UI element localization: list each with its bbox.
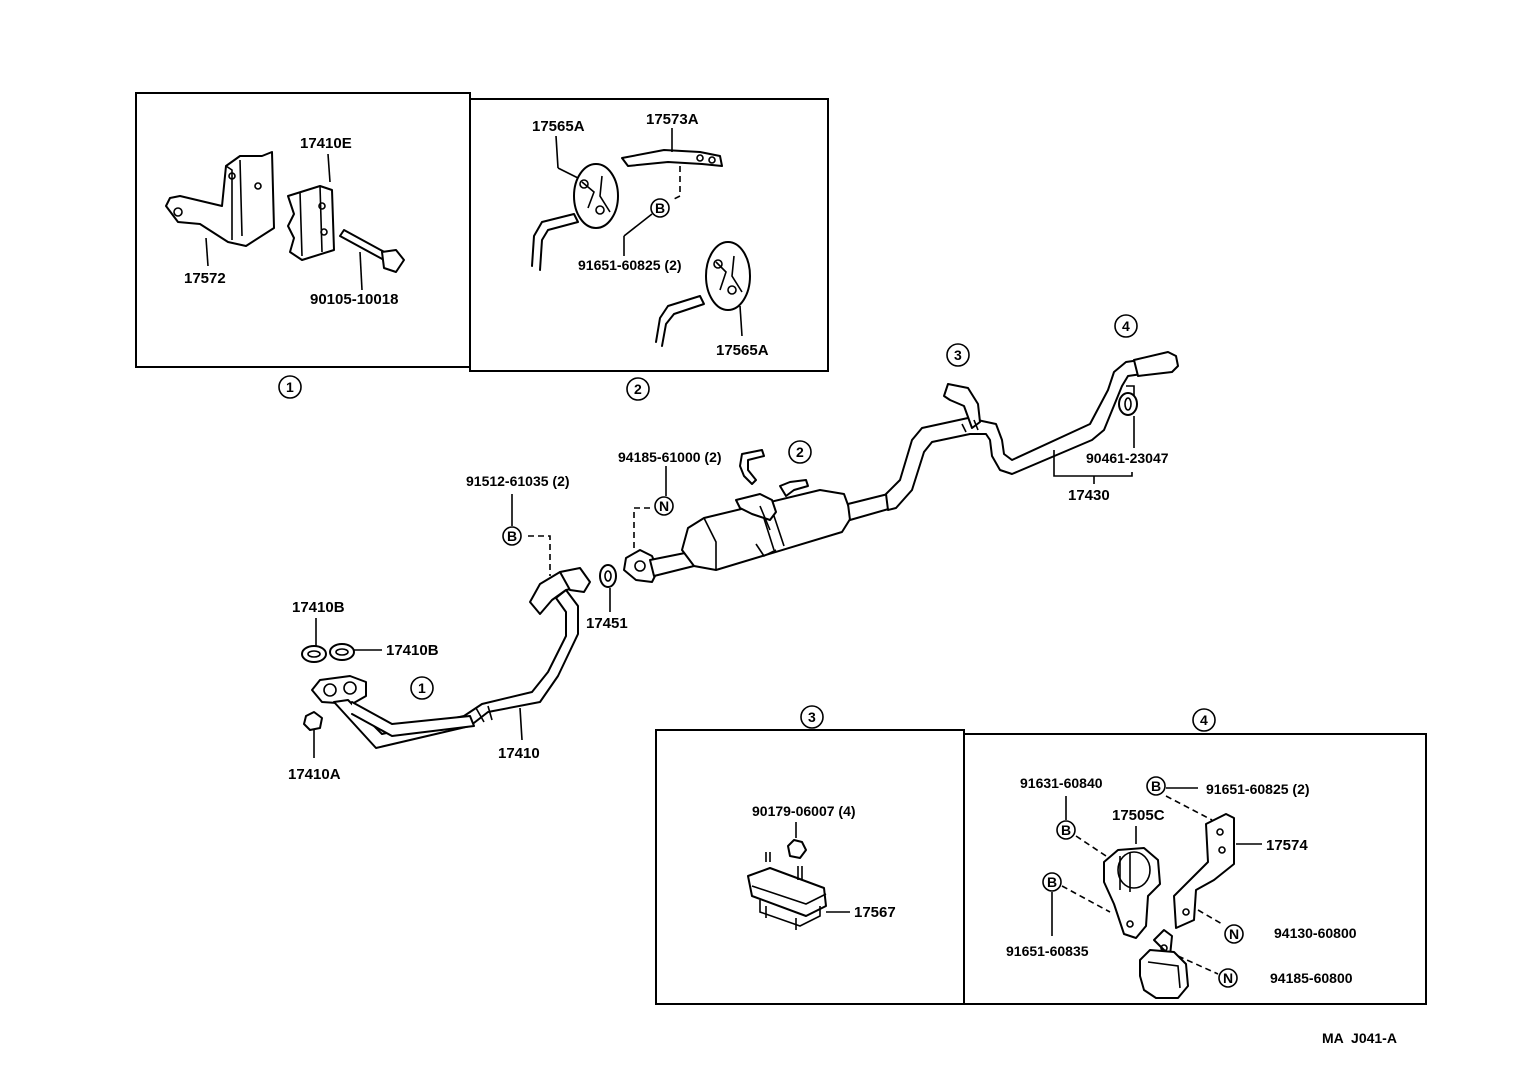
bolt-90105-10018 — [339, 229, 405, 273]
front-pipe-17410 — [311, 567, 591, 749]
bolt-symbol-91651-60825 — [1146, 776, 1166, 796]
bolt-symbol-front-letter: B — [507, 528, 517, 544]
label-17567: 17567 — [854, 904, 896, 921]
nut-symbol-94130-letter: N — [1229, 926, 1239, 942]
box-number-4 — [1192, 708, 1216, 732]
hanger-rod-bottom — [655, 295, 705, 347]
label-17410: 17410 — [498, 745, 540, 762]
label-90461-23047: 90461-23047 — [1086, 450, 1169, 466]
label-17410B-left: 17410B — [292, 599, 345, 616]
label-91631-60840: 91631-60840 — [1020, 775, 1103, 791]
label-94185-61000: 94185-61000 (2) — [618, 449, 722, 465]
bolt-symbol-box2-letter: B — [655, 200, 665, 216]
box-number-2-text: 2 — [634, 381, 642, 397]
bolt-symbol-front — [502, 526, 522, 546]
bracket-17574 — [1173, 813, 1235, 929]
label-91651-60825-box2: 91651-60825 (2) — [578, 257, 682, 273]
callout-1-text: 1 — [418, 680, 426, 696]
hanger-17505C — [1103, 847, 1161, 939]
callout-4-text: 4 — [1122, 318, 1130, 334]
label-17410E: 17410E — [300, 135, 352, 152]
gasket-17410B-right — [329, 643, 355, 661]
box-number-3 — [800, 705, 824, 729]
hanger-rod-top — [531, 213, 579, 271]
label-17573A: 17573A — [646, 111, 699, 128]
label-17565A-top: 17565A — [532, 118, 585, 135]
callout-2 — [788, 440, 812, 464]
label-94130-60800: 94130-60800 — [1274, 925, 1357, 941]
detail-box-4 — [963, 733, 1427, 1005]
callout-1 — [410, 676, 434, 700]
nut-symbol-94185-60800 — [1218, 968, 1238, 988]
label-90105-10018: 90105-10018 — [310, 291, 398, 308]
label-17574: 17574 — [1266, 837, 1308, 854]
diagram-code: MA J041-A — [1322, 1030, 1397, 1046]
bolt-symbol-91651-60835 — [1042, 872, 1062, 892]
box-number-4-text: 4 — [1200, 712, 1208, 728]
bolt-symbol-box2 — [650, 198, 670, 218]
clamp-band — [1139, 929, 1189, 999]
label-91651-60835: 91651-60835 — [1006, 943, 1089, 959]
label-91651-60825-box4: 91651-60825 (2) — [1206, 781, 1310, 797]
nut-symbol-94130-60800 — [1224, 924, 1244, 944]
gasket-17410A — [303, 711, 323, 731]
label-90179-06007: 90179-06007 (4) — [752, 803, 856, 819]
label-17505C: 17505C — [1112, 807, 1165, 824]
gasket-17410B-left — [301, 645, 327, 663]
bolt-symbol-91631-letter: B — [1061, 822, 1071, 838]
tail-pipe-17430 — [885, 351, 1179, 511]
label-94185-60800: 94185-60800 — [1270, 970, 1353, 986]
bolt-symbol-91651-60825-letter: B — [1151, 778, 1161, 794]
callout-4 — [1114, 314, 1138, 338]
insulator-17565A-bottom — [705, 241, 751, 311]
center-muffler — [623, 449, 893, 583]
label-91512-61035: 91512-61035 (2) — [466, 473, 570, 489]
clamp-90461-23047 — [1118, 385, 1138, 416]
label-17430: 17430 — [1068, 487, 1110, 504]
box-number-1-text: 1 — [286, 379, 294, 395]
callout-3-text: 3 — [954, 347, 962, 363]
label-17572: 17572 — [184, 270, 226, 287]
detail-box-3 — [655, 729, 965, 1005]
gasket-17451 — [599, 564, 617, 588]
label-17410A: 17410A — [288, 766, 341, 783]
mount-17567 — [747, 852, 827, 930]
box-number-1 — [278, 375, 302, 399]
callout-2-text: 2 — [796, 444, 804, 460]
detail-box-2 — [469, 98, 829, 372]
label-17451: 17451 — [586, 615, 628, 632]
cushion-17410E — [287, 185, 335, 261]
nut-symbol-94185-letter: N — [1223, 970, 1233, 986]
support-17573A — [621, 149, 723, 167]
callout-3 — [946, 343, 970, 367]
insulator-17565A-top — [573, 163, 619, 229]
box-number-3-text: 3 — [808, 709, 816, 725]
nut-symbol-center — [654, 496, 674, 516]
bolt-symbol-91651-60835-letter: B — [1047, 874, 1057, 890]
label-17410B-right: 17410B — [386, 642, 439, 659]
bracket-17430 — [1053, 450, 1133, 477]
nut-90179-06007 — [787, 839, 807, 859]
box-number-2 — [626, 377, 650, 401]
bolt-symbol-91631-60840 — [1056, 820, 1076, 840]
bracket-17572 — [165, 151, 275, 247]
label-17565A-bottom: 17565A — [716, 342, 769, 359]
nut-symbol-center-letter: N — [659, 498, 669, 514]
